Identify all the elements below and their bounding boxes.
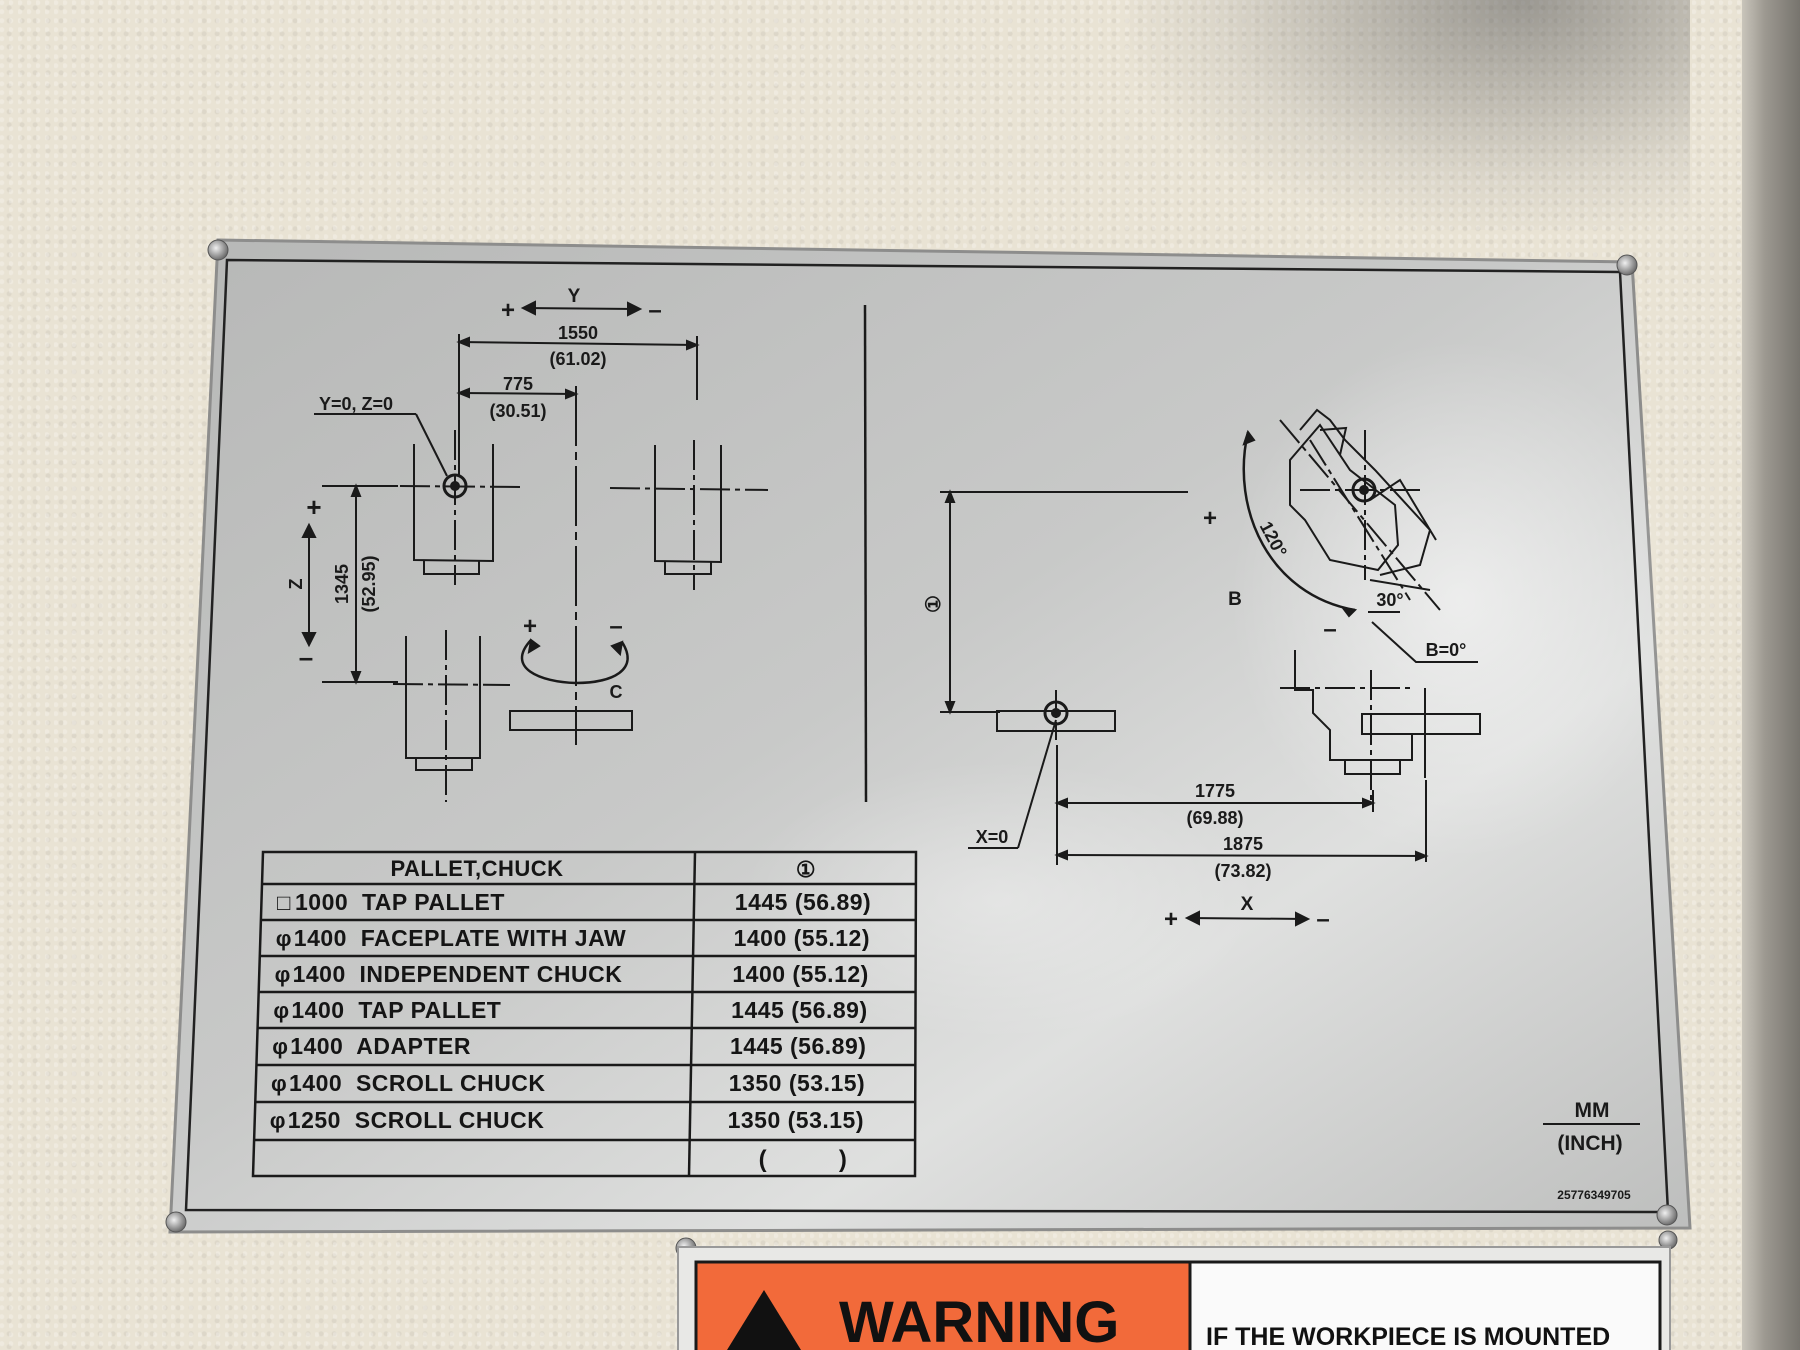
table-row-value: 1350 (53.15) xyxy=(729,1070,865,1096)
b-plus-sign: + xyxy=(1203,505,1217,532)
x-zero-label: X=0 xyxy=(976,827,1009,847)
dim-1875-inch: (73.82) xyxy=(1214,861,1271,881)
warning-label: WARNING IF THE WORKPIECE IS MOUNTED xyxy=(677,1246,1671,1350)
b-axis-label: B xyxy=(1228,589,1242,610)
units-mm: MM xyxy=(1575,1099,1610,1122)
circled-one-dim: ① xyxy=(923,595,945,613)
angle-30: 30° xyxy=(1376,590,1403,610)
b-minus-sign: – xyxy=(1323,616,1336,643)
c-plus-sign: + xyxy=(523,613,537,640)
table-row-name: 1400 SCROLL CHUCK xyxy=(289,1070,546,1096)
y-minus-sign: – xyxy=(648,297,661,324)
diagram-divider xyxy=(863,304,868,803)
warning-title: WARNING xyxy=(839,1290,1119,1350)
dim-1345-inch: (52.95) xyxy=(359,555,379,612)
right-diagram xyxy=(940,408,1640,1125)
overhead-shadow xyxy=(1130,0,1690,230)
dim-1550: 1550 xyxy=(558,323,598,343)
dim-1550-inch: (61.02) xyxy=(549,349,606,369)
table-row-value: 1350 (53.15) xyxy=(728,1107,864,1133)
warning-triangle-icon xyxy=(727,1290,801,1350)
table-row-name: 1400 FACEPLATE WITH JAW xyxy=(294,925,626,951)
pallet-chuck-table: PALLET,CHUCK ① □1000 TAP PALLET 1445 (56.… xyxy=(251,850,918,1178)
x-minus-sign: – xyxy=(1316,906,1329,933)
c-minus-sign: – xyxy=(609,613,622,640)
table-row-name: 1400 TAP PALLET xyxy=(291,997,501,1023)
table-row-value: 1445 (56.89) xyxy=(730,1033,866,1059)
table-row-symbol: φ xyxy=(270,1108,286,1133)
y-plus-sign: + xyxy=(501,297,515,324)
table-row-value: 1445 (56.89) xyxy=(735,889,871,915)
table-row-value: 1400 (55.12) xyxy=(734,925,870,951)
x-plus-sign: + xyxy=(1164,906,1178,933)
z-minus-sign: – xyxy=(299,642,313,672)
part-number: 25776349705 xyxy=(1557,1188,1631,1202)
table-row-name: 1000 TAP PALLET xyxy=(295,889,505,915)
dim-1345: 1345 xyxy=(332,564,352,604)
units-inch: (INCH) xyxy=(1557,1132,1622,1155)
screw-icon xyxy=(1656,1204,1678,1226)
table-row-name: 1400 ADAPTER xyxy=(290,1033,471,1059)
table-row-symbol: φ xyxy=(271,1071,287,1096)
dim-775: 775 xyxy=(503,374,533,394)
screw-icon xyxy=(165,1211,187,1233)
left-diagram xyxy=(301,300,769,802)
table-row-value: 1400 (55.12) xyxy=(732,961,868,987)
table-row-symbol: □ xyxy=(277,890,291,915)
dim-1875: 1875 xyxy=(1223,834,1263,854)
screw-icon xyxy=(1616,254,1638,276)
c-axis-label: C xyxy=(610,682,623,702)
x-axis-label: X xyxy=(1241,894,1254,915)
diagram-labels: Y + – 1550 (61.02) 775 (30.51) Y=0, Z=0 … xyxy=(286,286,1631,1202)
z-axis-label: Z xyxy=(286,579,306,590)
table-row-symbol: φ xyxy=(275,962,291,987)
dim-775-inch: (30.51) xyxy=(489,401,546,421)
y-axis-label: Y xyxy=(568,286,581,307)
screw-icon xyxy=(207,239,229,261)
warning-message: IF THE WORKPIECE IS MOUNTED xyxy=(1206,1323,1610,1350)
z-plus-sign: + xyxy=(306,492,321,522)
dim-1775: 1775 xyxy=(1195,781,1235,801)
table-row-symbol: φ xyxy=(273,998,289,1023)
dim-1775-inch: (69.88) xyxy=(1186,808,1243,828)
table-header-pallet-chuck: PALLET,CHUCK xyxy=(390,856,563,881)
table-row-value: 1445 (56.89) xyxy=(731,997,867,1023)
table-row-symbol: φ xyxy=(272,1034,288,1059)
table-row-name: 1250 SCROLL CHUCK xyxy=(288,1107,545,1133)
table-row-name: 1400 INDEPENDENT CHUCK xyxy=(293,961,623,987)
table-grid xyxy=(251,850,918,1178)
table-row-symbol: φ xyxy=(276,926,292,951)
table-header-circled-one: ① xyxy=(796,857,816,882)
origin-yz-label: Y=0, Z=0 xyxy=(319,394,393,414)
b-zero-label: B=0° xyxy=(1426,640,1467,660)
table-empty-row-value: ( ) xyxy=(759,1146,848,1173)
machine-edge xyxy=(1742,0,1800,1350)
